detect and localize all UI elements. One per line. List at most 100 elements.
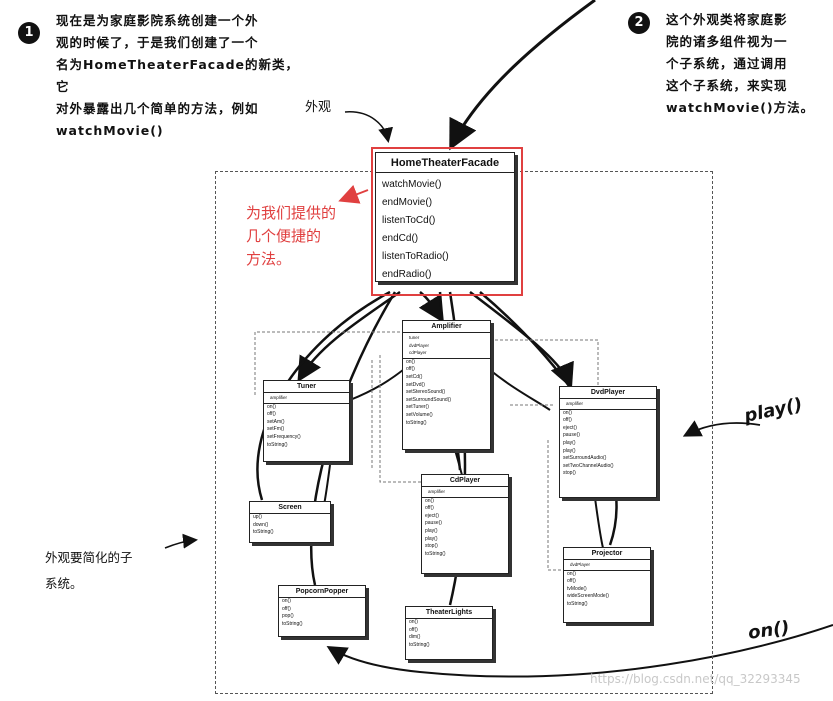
class-method: pause() xyxy=(563,432,580,439)
facade-method: endMovie() xyxy=(382,197,433,208)
class-method: on() xyxy=(409,619,418,625)
note-1-line: 现在是为家庭影院系统创建一个外 xyxy=(56,13,259,28)
note-2-line: 这个外观类将家庭影 xyxy=(666,12,788,27)
note-1-line: 观的时候了，于是我们创建了一个 xyxy=(56,35,259,50)
class-method: dim() xyxy=(409,634,421,641)
highlight-box xyxy=(371,147,523,296)
class-method: setFm() xyxy=(267,426,285,433)
class-method: toString() xyxy=(282,620,303,627)
class-method: toString() xyxy=(406,419,427,426)
class-method: on() xyxy=(282,598,291,604)
note-2-suffix: 方法。 xyxy=(773,100,815,115)
class-method: toString() xyxy=(253,529,274,536)
class-attr: cdPlayer xyxy=(409,350,427,356)
theaterlights-class: TheaterLights on() off() dim() toString(… xyxy=(405,606,493,660)
step-2-badge: 2 xyxy=(628,12,650,34)
class-method: on() xyxy=(567,570,576,577)
class-attr: tuner xyxy=(409,335,420,340)
class-method: play() xyxy=(563,439,576,446)
class-method: setAm() xyxy=(267,418,285,425)
class-method: on() xyxy=(267,403,276,410)
facade-method: endRadio() xyxy=(382,269,432,280)
note-2-method: watchMovie() xyxy=(666,100,774,115)
class-method: play() xyxy=(425,527,438,534)
class-method: off() xyxy=(282,605,291,612)
class-method: setCd() xyxy=(406,373,423,380)
class-method: off() xyxy=(567,578,576,585)
projector-class: Projector dvdPlayer on() off() tvMode() … xyxy=(563,547,651,623)
class-method: play() xyxy=(425,535,438,542)
dvdplayer-class: DvdPlayer amplifier on() off() eject() p… xyxy=(559,386,657,498)
class-name: CdPlayer xyxy=(422,475,508,487)
class-method: stop() xyxy=(425,543,438,550)
class-method: eject() xyxy=(563,424,577,431)
class-attr: amplifier xyxy=(566,401,584,406)
class-method: off() xyxy=(409,626,418,633)
class-name: TheaterLights xyxy=(406,607,492,619)
class-method: off() xyxy=(563,417,572,424)
facade-method: listenToCd() xyxy=(382,215,436,226)
class-method: setTwoChannelAudio() xyxy=(563,462,614,469)
amplifier-class: Amplifier tuner dvdPlayer cdPlayer on() … xyxy=(402,320,491,450)
popcornpopper-class: PopcornPopper on() off() pop() toString(… xyxy=(278,585,366,637)
note-1-method: watchMovie() xyxy=(56,123,164,138)
note-1-line: 对外暴露出几个简单的方法，例如 xyxy=(56,101,259,116)
class-method: setStereoSound() xyxy=(406,389,446,396)
class-method: down() xyxy=(253,521,269,528)
class-method: toString() xyxy=(425,550,446,557)
note-1: 现在是为家庭影院系统创建一个外 观的时候了，于是我们创建了一个 名为HomeTh… xyxy=(56,10,306,142)
class-method: toString() xyxy=(567,600,588,607)
class-method: setSurroundSound() xyxy=(406,396,452,403)
class-method: up() xyxy=(253,514,262,520)
class-method: pop() xyxy=(282,613,294,620)
class-method: setDvd() xyxy=(406,381,425,388)
note-1-line: 名为HomeTheaterFacade的新类，它 xyxy=(56,57,300,94)
class-name: Projector xyxy=(564,548,650,560)
class-attr: dvdPlayer xyxy=(570,562,591,567)
note-2-line: 这个子系统，来实现 xyxy=(666,78,788,93)
class-method: off() xyxy=(267,411,276,418)
facade-method: watchMovie() xyxy=(382,179,442,190)
class-method: eject() xyxy=(425,512,439,519)
facade-method: endCd() xyxy=(382,233,419,244)
class-method: on() xyxy=(563,409,572,416)
class-name: Screen xyxy=(250,502,330,514)
tuner-class: Tuner amplifier on() off() setAm() setFm… xyxy=(263,380,350,462)
class-method: off() xyxy=(406,366,415,373)
class-name: DvdPlayer xyxy=(560,387,656,399)
note-2-line: 个子系统，通过调用 xyxy=(666,56,788,71)
subsystem-note-line: 外观要简化的子 xyxy=(45,550,133,565)
red-note-line: 几个便捷的 xyxy=(246,227,322,245)
red-note-line: 为我们提供的 xyxy=(246,204,337,222)
class-method: on() xyxy=(406,358,415,365)
note-2-line: 院的诸多组件视为一 xyxy=(666,34,788,49)
class-method: tvMode() xyxy=(567,585,587,592)
convenience-methods-note: 为我们提供的 几个便捷的 方法。 xyxy=(246,202,336,271)
class-method: off() xyxy=(425,505,434,512)
note-2: 这个外观类将家庭影 院的诸多组件视为一 个子系统，通过调用 这个子系统，来实现 … xyxy=(666,9,831,119)
class-method: setFrequency() xyxy=(267,433,301,440)
cdplayer-class: CdPlayer amplifier on() off() eject() pa… xyxy=(421,474,509,574)
class-method: stop() xyxy=(563,470,576,477)
class-method: wideScreenMode() xyxy=(567,593,609,600)
class-method: toString() xyxy=(267,441,288,448)
class-method: play() xyxy=(563,447,576,454)
facade-class-name: HomeTheaterFacade xyxy=(376,153,514,173)
facade-method: listenToRadio() xyxy=(382,251,449,262)
class-attr: amplifier xyxy=(270,395,288,400)
class-attr: dvdPlayer xyxy=(409,342,430,348)
subsystem-note-line: 系统。 xyxy=(45,576,83,591)
class-method: pause() xyxy=(425,520,442,527)
class-name: Tuner xyxy=(264,381,349,393)
facade-class: HomeTheaterFacade watchMovie() endMovie(… xyxy=(375,152,515,282)
class-method: on() xyxy=(425,497,434,504)
class-attr: amplifier xyxy=(428,489,446,494)
class-method: setTuner() xyxy=(406,404,429,411)
class-name: PopcornPopper xyxy=(279,586,365,598)
subsystem-note: 外观要简化的子 系统。 xyxy=(45,545,133,597)
red-note-line: 方法。 xyxy=(246,250,292,268)
class-method: setVolume() xyxy=(406,411,433,418)
facade-label: 外观 xyxy=(305,100,332,115)
watermark: https://blog.csdn.net/qq_32293345 xyxy=(590,672,801,686)
class-method: setSurroundAudio() xyxy=(563,455,607,462)
